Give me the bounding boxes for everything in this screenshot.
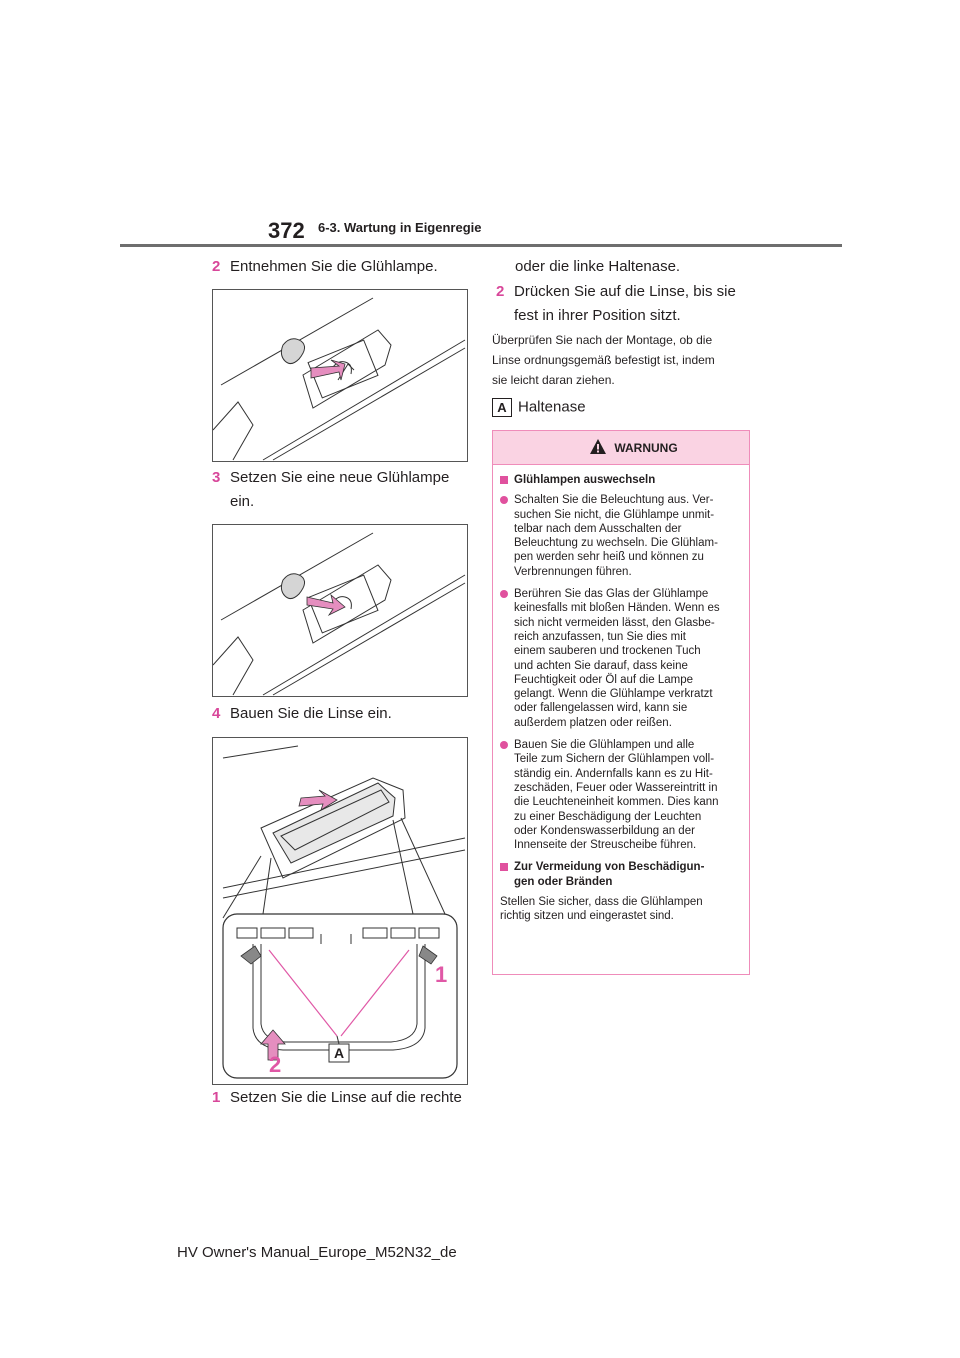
- warning-bullet: Berühren Sie das Glas der Glühlampe kein…: [500, 587, 742, 730]
- bullet-line: reich anzufassen, tun Sie dies mit: [514, 630, 686, 643]
- warning-header: WARNUNG: [493, 431, 749, 465]
- warning-title: WARNUNG: [614, 441, 678, 455]
- footer-manual-id: HV Owner's Manual_Europe_M52N32_de: [177, 1244, 457, 1261]
- para-line: Stellen Sie sicher, dass die Glühlampen: [500, 896, 703, 909]
- substep-1-cont: oder die linke Haltenase.: [515, 258, 681, 275]
- bullet-line: telbar nach dem Ausschalten der: [514, 522, 682, 535]
- warning-triangle-icon: [590, 439, 606, 454]
- bullet-line: gelangt. Wenn die Glühlampe verkratzt: [514, 688, 713, 701]
- warning-heading: Glühlampen auswechseln: [500, 473, 742, 487]
- warning-box: WARNUNG Glühlampen auswechseln Schalten …: [492, 430, 750, 975]
- bullet-line: Bauen Sie die Glühlampen und alle: [514, 739, 695, 752]
- substep-2-press-lens: 2 Drücken Sie auf die Linse, bis sie fest…: [496, 280, 736, 328]
- bullet-line: die Leuchteneinheit kommen. Dies kann: [514, 796, 719, 809]
- bullet-line: pen werden sehr heiß und können zu: [514, 551, 704, 564]
- note-line: Überprüfen Sie nach der Montage, ob die: [492, 333, 713, 347]
- step-text: Drücken Sie auf die Linse, bis sie: [514, 283, 736, 300]
- step-number: 3: [212, 469, 221, 486]
- bullet-line: Beleuchtung zu wechseln. Die Glühlam-: [514, 537, 718, 550]
- bullet-line: suchen Sie nicht, die Glühlampe unmit-: [514, 508, 715, 521]
- legend-badge: A: [492, 398, 512, 417]
- step-2-remove-bulb: 2 Entnehmen Sie die Glühlampe.: [212, 255, 438, 279]
- step-number: 2: [496, 283, 505, 300]
- bullet-line: Teile zum Sichern der Glühlampen voll-: [514, 753, 715, 766]
- bullet-line: und achten Sie darauf, dass keine: [514, 659, 688, 672]
- page-number: 372: [268, 218, 305, 243]
- note-line: Linse ordnungsgemäß befestigt ist, indem: [492, 353, 715, 367]
- bullet-line: ständig ein. Andernfalls kann es zu Hit-: [514, 767, 713, 780]
- step-text: Entnehmen Sie die Glühlampe.: [230, 258, 438, 275]
- legend-haltenase: A Haltenase: [492, 398, 586, 417]
- bullet-line: Innenseite der Streuscheibe führen.: [514, 839, 697, 852]
- figure-insert-bulb: [212, 524, 468, 697]
- warning-bullet: Schalten Sie die Beleuchtung aus. Ver- s…: [500, 493, 742, 579]
- bullet-line: außerdem platzen oder reißen.: [514, 716, 672, 729]
- bullet-line: sich nicht vermeiden lässt, den Glasbe-: [514, 616, 715, 629]
- bullet-line: oder fallengelassen wird, kann sie: [514, 702, 688, 715]
- bullet-line: Verbrennungen führen.: [514, 565, 632, 578]
- figure-insert-bulb-drawing: [213, 532, 466, 696]
- heading-line: gen oder Bränden: [514, 875, 613, 888]
- figure-remove-bulb-drawing: [213, 297, 466, 461]
- bullet-line: Schalten Sie die Beleuchtung aus. Ver-: [514, 494, 714, 507]
- header-rule: [120, 244, 842, 247]
- heading-line: Zur Vermeidung von Beschädigun-: [514, 861, 705, 874]
- label-2: 2: [269, 1052, 281, 1077]
- step-text: Bauen Sie die Linse ein.: [230, 705, 392, 722]
- step-number: 1: [212, 1089, 221, 1106]
- figure-remove-bulb: [212, 289, 468, 462]
- step-text-cont: ein.: [230, 493, 255, 510]
- step-number: 4: [212, 705, 221, 722]
- step-3-insert-bulb: 3 Setzen Sie eine neue Glühlampe ein.: [212, 466, 449, 514]
- figure-install-lens: A 1 2: [212, 737, 468, 1085]
- warning-bullet: Bauen Sie die Glühlampen und alle Teile …: [500, 738, 742, 852]
- step-text-cont: fest in ihrer Position sitzt.: [514, 307, 681, 324]
- step-number: 2: [212, 258, 221, 275]
- label-1: 1: [435, 962, 447, 987]
- bullet-line: oder Kondenswasserbildung an der: [514, 824, 695, 837]
- bullet-line: zeschäden, Feuer oder Wassereintritt in: [514, 781, 718, 794]
- label-a: A: [334, 1045, 344, 1061]
- warning-heading: Zur Vermeidung von Beschädigun- gen oder…: [500, 860, 742, 889]
- bullet-line: Berühren Sie das Glas der Glühlampe: [514, 588, 709, 601]
- step-text: Setzen Sie eine neue Glühlampe: [230, 469, 450, 486]
- bullet-line: einem sauberen und trockenen Tuch: [514, 645, 701, 658]
- legend-text: Haltenase: [518, 398, 586, 416]
- substep-1-place-lens: 1 Setzen Sie die Linse auf die rechte: [212, 1086, 462, 1110]
- check-note: Überprüfen Sie nach der Montage, ob die …: [492, 330, 715, 390]
- step-4-install-lens: 4 Bauen Sie die Linse ein.: [212, 702, 392, 726]
- bullet-line: keinesfalls mit bloßen Händen. Wenn es: [514, 602, 720, 615]
- section-title: 6-3. Wartung in Eigenregie: [318, 220, 482, 235]
- bullet-line: zu einer Beschädigung der Leuchten: [514, 810, 702, 823]
- step-text: Setzen Sie die Linse auf die rechte: [230, 1089, 462, 1106]
- para-line: richtig sitzen und eingerastet sind.: [500, 910, 674, 923]
- warning-body: Glühlampen auswechseln Schalten Sie die …: [493, 465, 749, 924]
- bullet-line: Feuchtigkeit oder Öl auf die Lampe: [514, 673, 693, 686]
- figure-install-lens-drawing: A 1 2: [222, 745, 466, 1079]
- note-line: sie leicht daran ziehen.: [492, 373, 615, 387]
- warning-paragraph: Stellen Sie sicher, dass die Glühlampen …: [500, 895, 742, 924]
